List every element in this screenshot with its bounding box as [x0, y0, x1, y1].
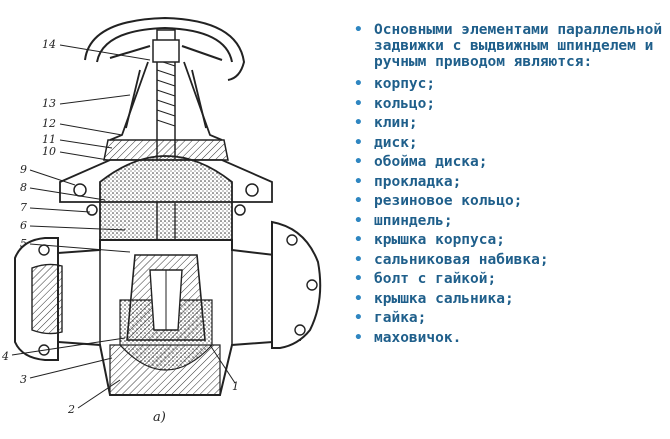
handwheel: [84, 16, 246, 81]
list-item: • крышка сальника;: [352, 290, 664, 310]
callout-5: 5: [20, 237, 27, 250]
list-item: • обойма диска;: [352, 153, 664, 173]
leader-lines: [11, 44, 236, 409]
wedge-disc: [126, 254, 206, 341]
callout-8: 8: [20, 181, 27, 194]
bullet-icon: •: [354, 95, 363, 112]
left-flange: [14, 237, 63, 361]
components-list-heading: • Основными элементами параллельной задв…: [352, 22, 664, 70]
list-item: • прокладка;: [352, 173, 664, 193]
callout-12: 12: [42, 117, 56, 130]
bullet-icon: •: [354, 290, 363, 307]
list-item-text: клин;: [374, 115, 418, 131]
list-item-text: диск;: [374, 134, 418, 151]
heading-text: Основными элементами параллельной задвиж…: [374, 22, 663, 70]
list-item-text: обойма диска;: [374, 154, 488, 170]
list-item-text: маховичок.: [374, 329, 462, 346]
list-item: • резиновое кольцо;: [352, 192, 664, 212]
list-item: • корпус;: [352, 75, 664, 95]
list-item-text: шпиндель;: [374, 212, 453, 229]
callout-9: 9: [20, 163, 27, 176]
bullet-icon: •: [354, 212, 363, 229]
list-item: • кольцо;: [352, 95, 664, 115]
list-item: • сальниковая набивка;: [352, 251, 664, 271]
list-item: • диск;: [352, 134, 664, 154]
list-item: • болт с гайкой;: [352, 270, 664, 290]
list-item: • гайка;: [352, 309, 664, 329]
list-item-text: болт с гайкой;: [374, 271, 497, 287]
callout-13: 13: [42, 97, 56, 110]
bullet-icon: •: [354, 76, 363, 92]
callout-2: 2: [67, 403, 75, 416]
bullet-icon: •: [354, 115, 363, 131]
list-item-text: гайка;: [374, 310, 427, 326]
callout-1: 1: [232, 380, 239, 393]
callout-10: 10: [42, 145, 56, 158]
callout-4: 4: [1, 350, 9, 363]
list-item-text: прокладка;: [374, 173, 462, 190]
figure-caption: а): [153, 410, 166, 425]
bullet-icon: •: [354, 193, 363, 209]
list-item-text: крышка корпуса;: [374, 232, 505, 248]
bullet-icon: •: [354, 310, 363, 326]
callout-7: 7: [20, 201, 27, 214]
list-item-text: резиновое кольцо;: [374, 193, 523, 209]
callout-3: 3: [20, 373, 27, 386]
list-item: • шпиндель;: [352, 212, 664, 232]
callout-14: 14: [42, 38, 56, 51]
bullet-icon: •: [354, 134, 363, 151]
bullet-icon: •: [354, 154, 363, 170]
bullet-icon: •: [354, 22, 363, 38]
bonnet: [59, 139, 273, 241]
callout-11: 11: [42, 133, 56, 146]
list-item: • маховичок.: [352, 329, 664, 349]
list-item: • клин;: [352, 114, 664, 134]
list-item-text: кольцо;: [374, 95, 436, 112]
list-item: • крышка корпуса;: [352, 231, 664, 251]
list-item-text: сальниковая набивка;: [374, 251, 549, 268]
bullet-icon: •: [354, 271, 363, 287]
bullet-icon: •: [354, 232, 363, 248]
bullet-icon: •: [354, 329, 363, 346]
gate-valve-drawing: 14 13 12 11 10 9 8 7 6 5 4 3 2 1 а): [1, 16, 322, 425]
bullet-icon: •: [354, 173, 363, 190]
callout-6: 6: [20, 219, 27, 232]
components-list: • Основными элементами параллельной задв…: [352, 22, 664, 348]
list-item-text: корпус;: [374, 76, 436, 92]
list-item-text: крышка сальника;: [374, 290, 514, 307]
right-flange: [271, 220, 322, 349]
bullet-icon: •: [354, 251, 363, 268]
